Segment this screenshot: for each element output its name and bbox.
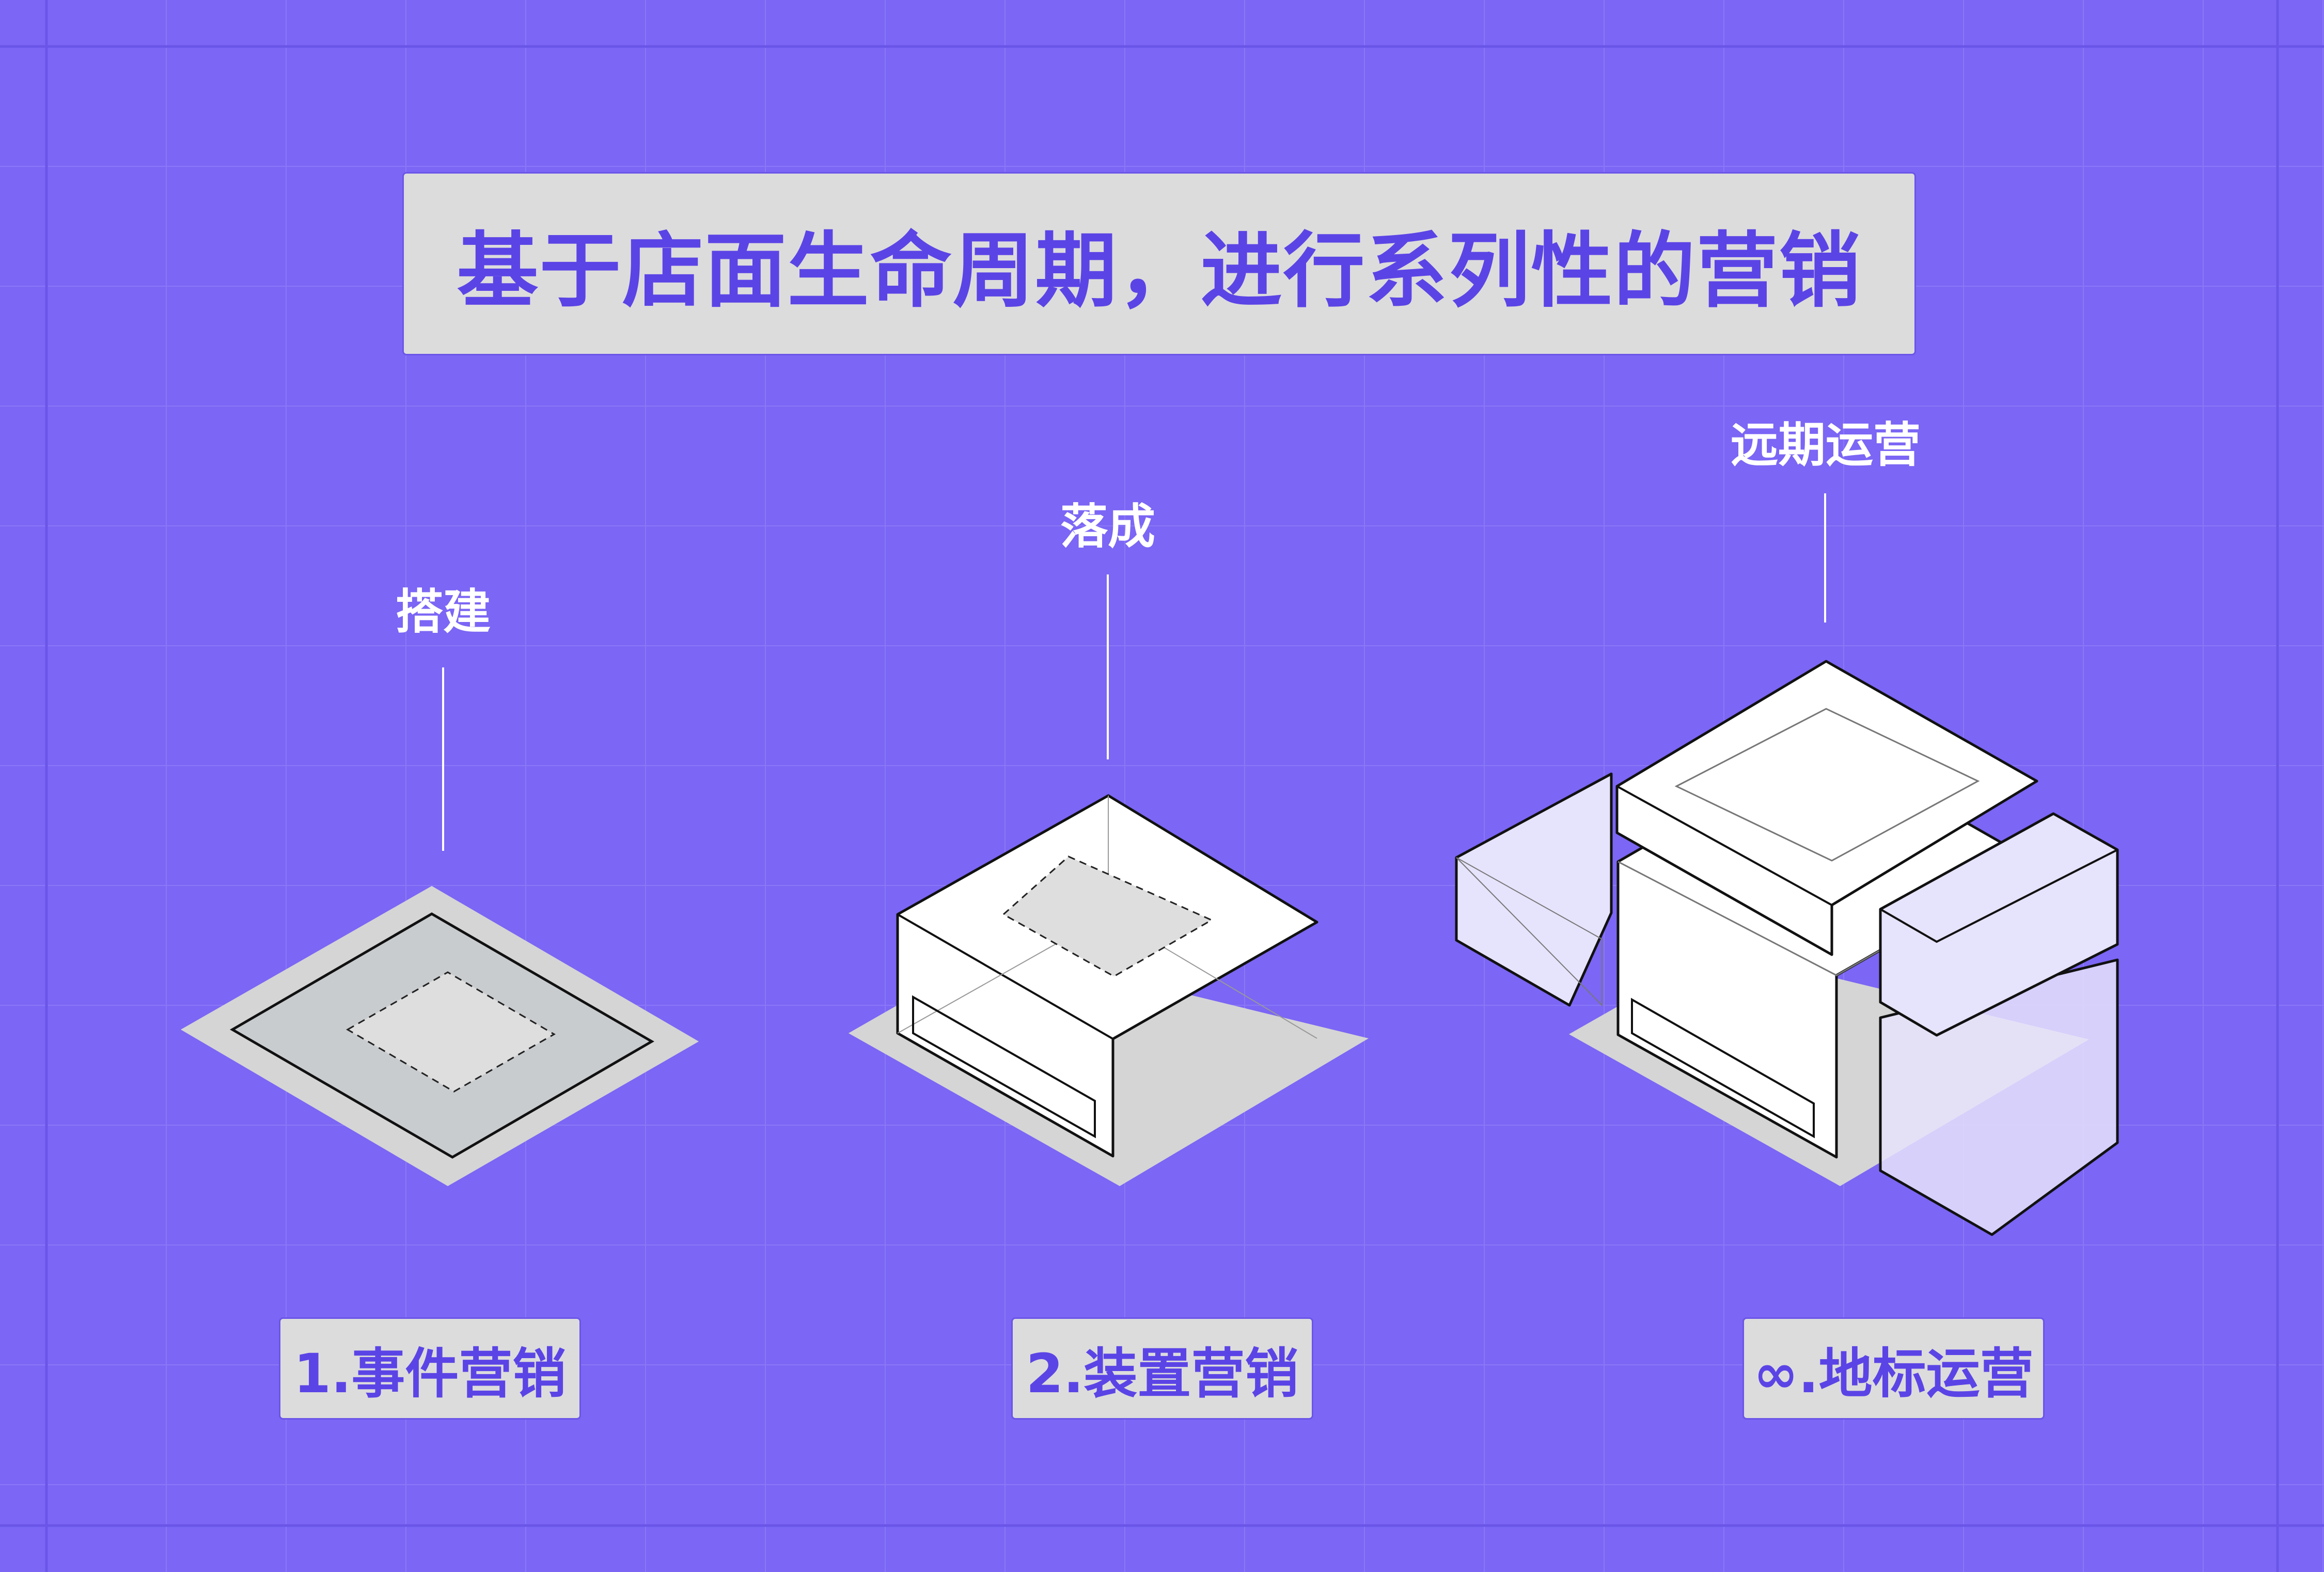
landmark-left-wing bbox=[1455, 772, 1613, 1007]
complete-entrance-outline bbox=[912, 995, 1096, 1139]
stage-label-build: 搭建 bbox=[395, 584, 491, 640]
landmark-roof-tray-inner bbox=[1674, 708, 1980, 862]
landmark-entrance-outline bbox=[1631, 998, 1815, 1139]
stage-label-long-term: 远期运营 bbox=[1730, 417, 1921, 473]
leader-line-long-term bbox=[1824, 493, 1826, 622]
title-panel: 基于店面生命周期，进行系列性的营销 bbox=[402, 172, 1916, 355]
step-label-installation-marketing: 2.装置营销 bbox=[1026, 1342, 1299, 1405]
complete-roof-dashed-area bbox=[1002, 855, 1214, 977]
landmark-left-wing-edges bbox=[1456, 857, 1603, 1007]
landmark-right-upper-box bbox=[1879, 812, 2119, 1037]
build-stage-plot bbox=[181, 886, 699, 1186]
long-term-stage-landmark bbox=[1455, 660, 2119, 1236]
page-title: 基于店面生命周期，进行系列性的营销 bbox=[457, 224, 1862, 319]
complete-stage-building bbox=[849, 794, 1369, 1186]
step-box-installation-marketing: 2.装置营销 bbox=[1011, 1317, 1313, 1420]
step-label-event-marketing: 1.事件营销 bbox=[293, 1342, 567, 1405]
step-box-landmark-operation: ∞.地标运营 bbox=[1742, 1317, 2045, 1420]
step-label-landmark-operation: ∞.地标运营 bbox=[1753, 1342, 2034, 1405]
step-box-event-marketing: 1.事件营销 bbox=[279, 1317, 581, 1420]
build-planned-area-dashed bbox=[346, 971, 556, 1093]
complete-block-edges bbox=[897, 913, 1317, 1040]
stage-label-complete: 落成 bbox=[1060, 499, 1156, 554]
landmark-right-upper-box-edge bbox=[1879, 849, 2118, 943]
leader-line-build bbox=[442, 667, 444, 851]
leader-line-complete bbox=[1107, 574, 1109, 759]
landmark-roof-tray-edge bbox=[1616, 780, 2038, 907]
